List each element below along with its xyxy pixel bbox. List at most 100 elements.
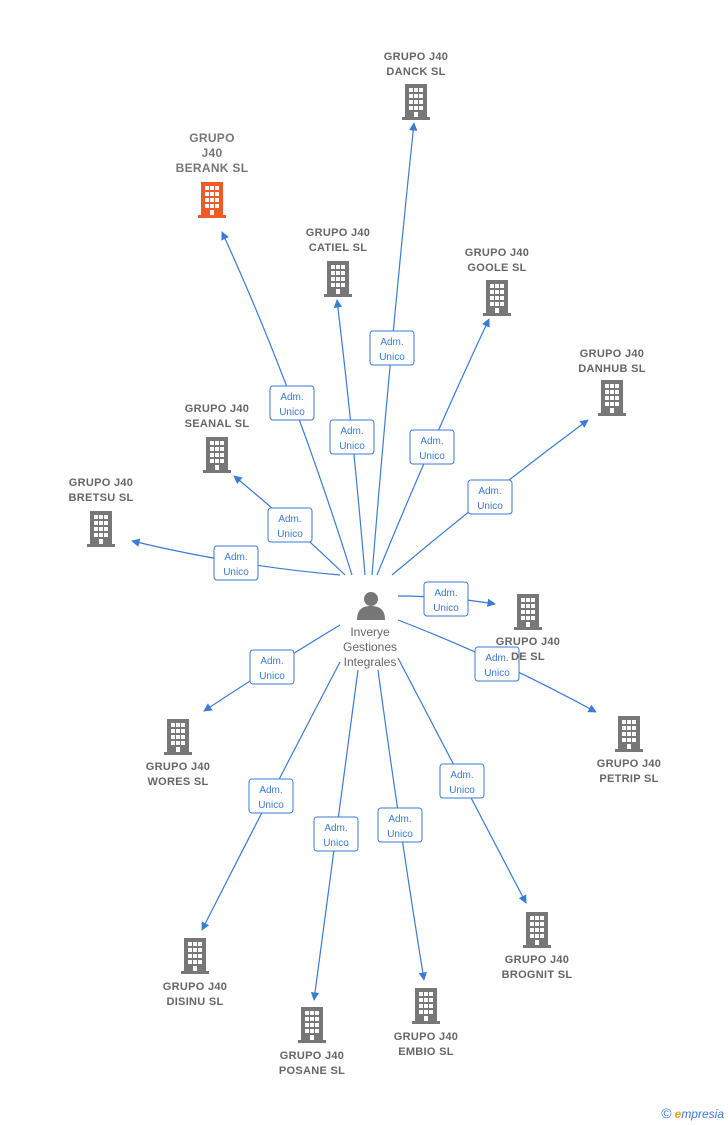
building-icon [483,280,511,316]
edge-label-line: Adm. [278,514,301,525]
building-icon [523,912,551,948]
edge-label-line: Unico [323,838,349,849]
edge-label-line: Unico [484,668,510,679]
building-icon [615,716,643,752]
edge-label-box [213,545,259,581]
company-label-line: DANCK SL [386,66,445,78]
edge-label-line: Adm. [340,426,363,437]
building-icon [598,380,626,416]
edge-label-line: Adm. [380,337,403,348]
company-label-line: GRUPO J40 [394,1031,458,1043]
edge-label-box [377,807,423,843]
edge-label-line: Unico [279,407,305,418]
company-label-line: EMBIO SL [398,1046,454,1058]
company-label-line: GRUPO J40 [163,981,227,993]
company-node-de[interactable]: GRUPO J40 DE SL [496,594,560,663]
edge-label-line: Adm. [450,770,473,781]
edge-label-line: Adm. [324,823,347,834]
edge-label-line: Adm. [434,588,457,599]
company-label-line: GRUPO J40 [306,227,370,239]
company-label-line: SEANAL SL [185,418,250,430]
edge-label-box [409,429,455,465]
edge-label-danck[interactable]: Adm. Unico [369,330,415,366]
footer-credit: ©empresia [661,1105,724,1121]
company-label-line: GRUPO J40 [496,636,560,648]
edge-label-line: Adm. [260,656,283,667]
edge-label-line: Adm. [478,486,501,497]
company-label-line: GRUPO J40 [465,247,529,259]
edge-label-disinu[interactable]: Adm.Unico [248,778,294,814]
edge-label-seanal[interactable]: Adm. Unico [267,507,313,543]
edge-label-line: Unico [223,567,249,578]
company-label-line: GRUPO J40 [384,51,448,63]
building-icon [203,437,231,473]
edge-label-line: Adm. [224,552,247,563]
brand-name: mpresia [681,1107,724,1121]
edge-label-catiel[interactable]: Adm.Unico [329,419,375,455]
edge-label-line: Unico [259,671,285,682]
edge-label-line: Adm. [420,436,443,447]
company-label-line: BERANK SL [176,161,249,175]
edge-label-wores[interactable]: Adm. Unico [249,649,295,685]
edge-label-de[interactable]: Adm. Unico [423,581,469,617]
edge-label-box [313,816,359,852]
company-label-line: WORES SL [147,776,208,788]
edge-label-petrip[interactable]: Adm.Unico [474,646,520,682]
center-node[interactable]: Inverye Gestiones Integrales [343,592,397,669]
edge-label-box [369,330,415,366]
edge-label-danhub[interactable]: Adm. Unico [467,479,513,515]
edge-label-bretsu[interactable]: Adm. Unico [213,545,259,581]
edge-label-line: Unico [379,352,405,363]
edge-label-embio[interactable]: Adm.Unico [377,807,423,843]
edge-label-box [267,507,313,543]
company-label-line: PETRIP SL [599,773,658,785]
edge-label-line: Unico [477,501,503,512]
edge-label-line: Unico [449,785,475,796]
center-label-line: Gestiones [343,640,397,654]
building-icon [412,988,440,1024]
edge-label-line: Unico [419,451,445,462]
company-label-line: DE SL [511,651,545,663]
company-label-line: GRUPO J40 [597,758,661,770]
company-label-line: GRUPO J40 [69,477,133,489]
edge-label-posane[interactable]: Adm. Unico [313,816,359,852]
edge-label-line: Unico [387,829,413,840]
edge-label-brognit[interactable]: Adm. Unico [439,763,485,799]
edge-label-box [439,763,485,799]
company-label-line: GRUPO J40 [505,954,569,966]
edge-label-line: Adm. [259,785,282,796]
company-label-line: POSANE SL [279,1065,345,1077]
edge-label-line: Unico [433,603,459,614]
company-label-line: J40 [202,146,223,160]
brand-initial: e [674,1107,682,1121]
company-label-line: GRUPO J40 [146,761,210,773]
company-label-line: DANHUB SL [578,363,645,375]
edge-label-box [423,581,469,617]
edge-label-line: Unico [277,529,303,540]
building-icon [181,938,209,974]
building-icon [402,84,430,120]
edge-label-goole[interactable]: Adm. Unico [409,429,455,465]
center-label-line: Inverye [350,625,390,639]
edge-label-berank[interactable]: Adm.Unico [269,385,315,421]
edge-label-box [269,385,315,421]
building-icon [164,719,192,755]
company-label-line: GRUPO J40 [185,403,249,415]
edge-label-box [329,419,375,455]
